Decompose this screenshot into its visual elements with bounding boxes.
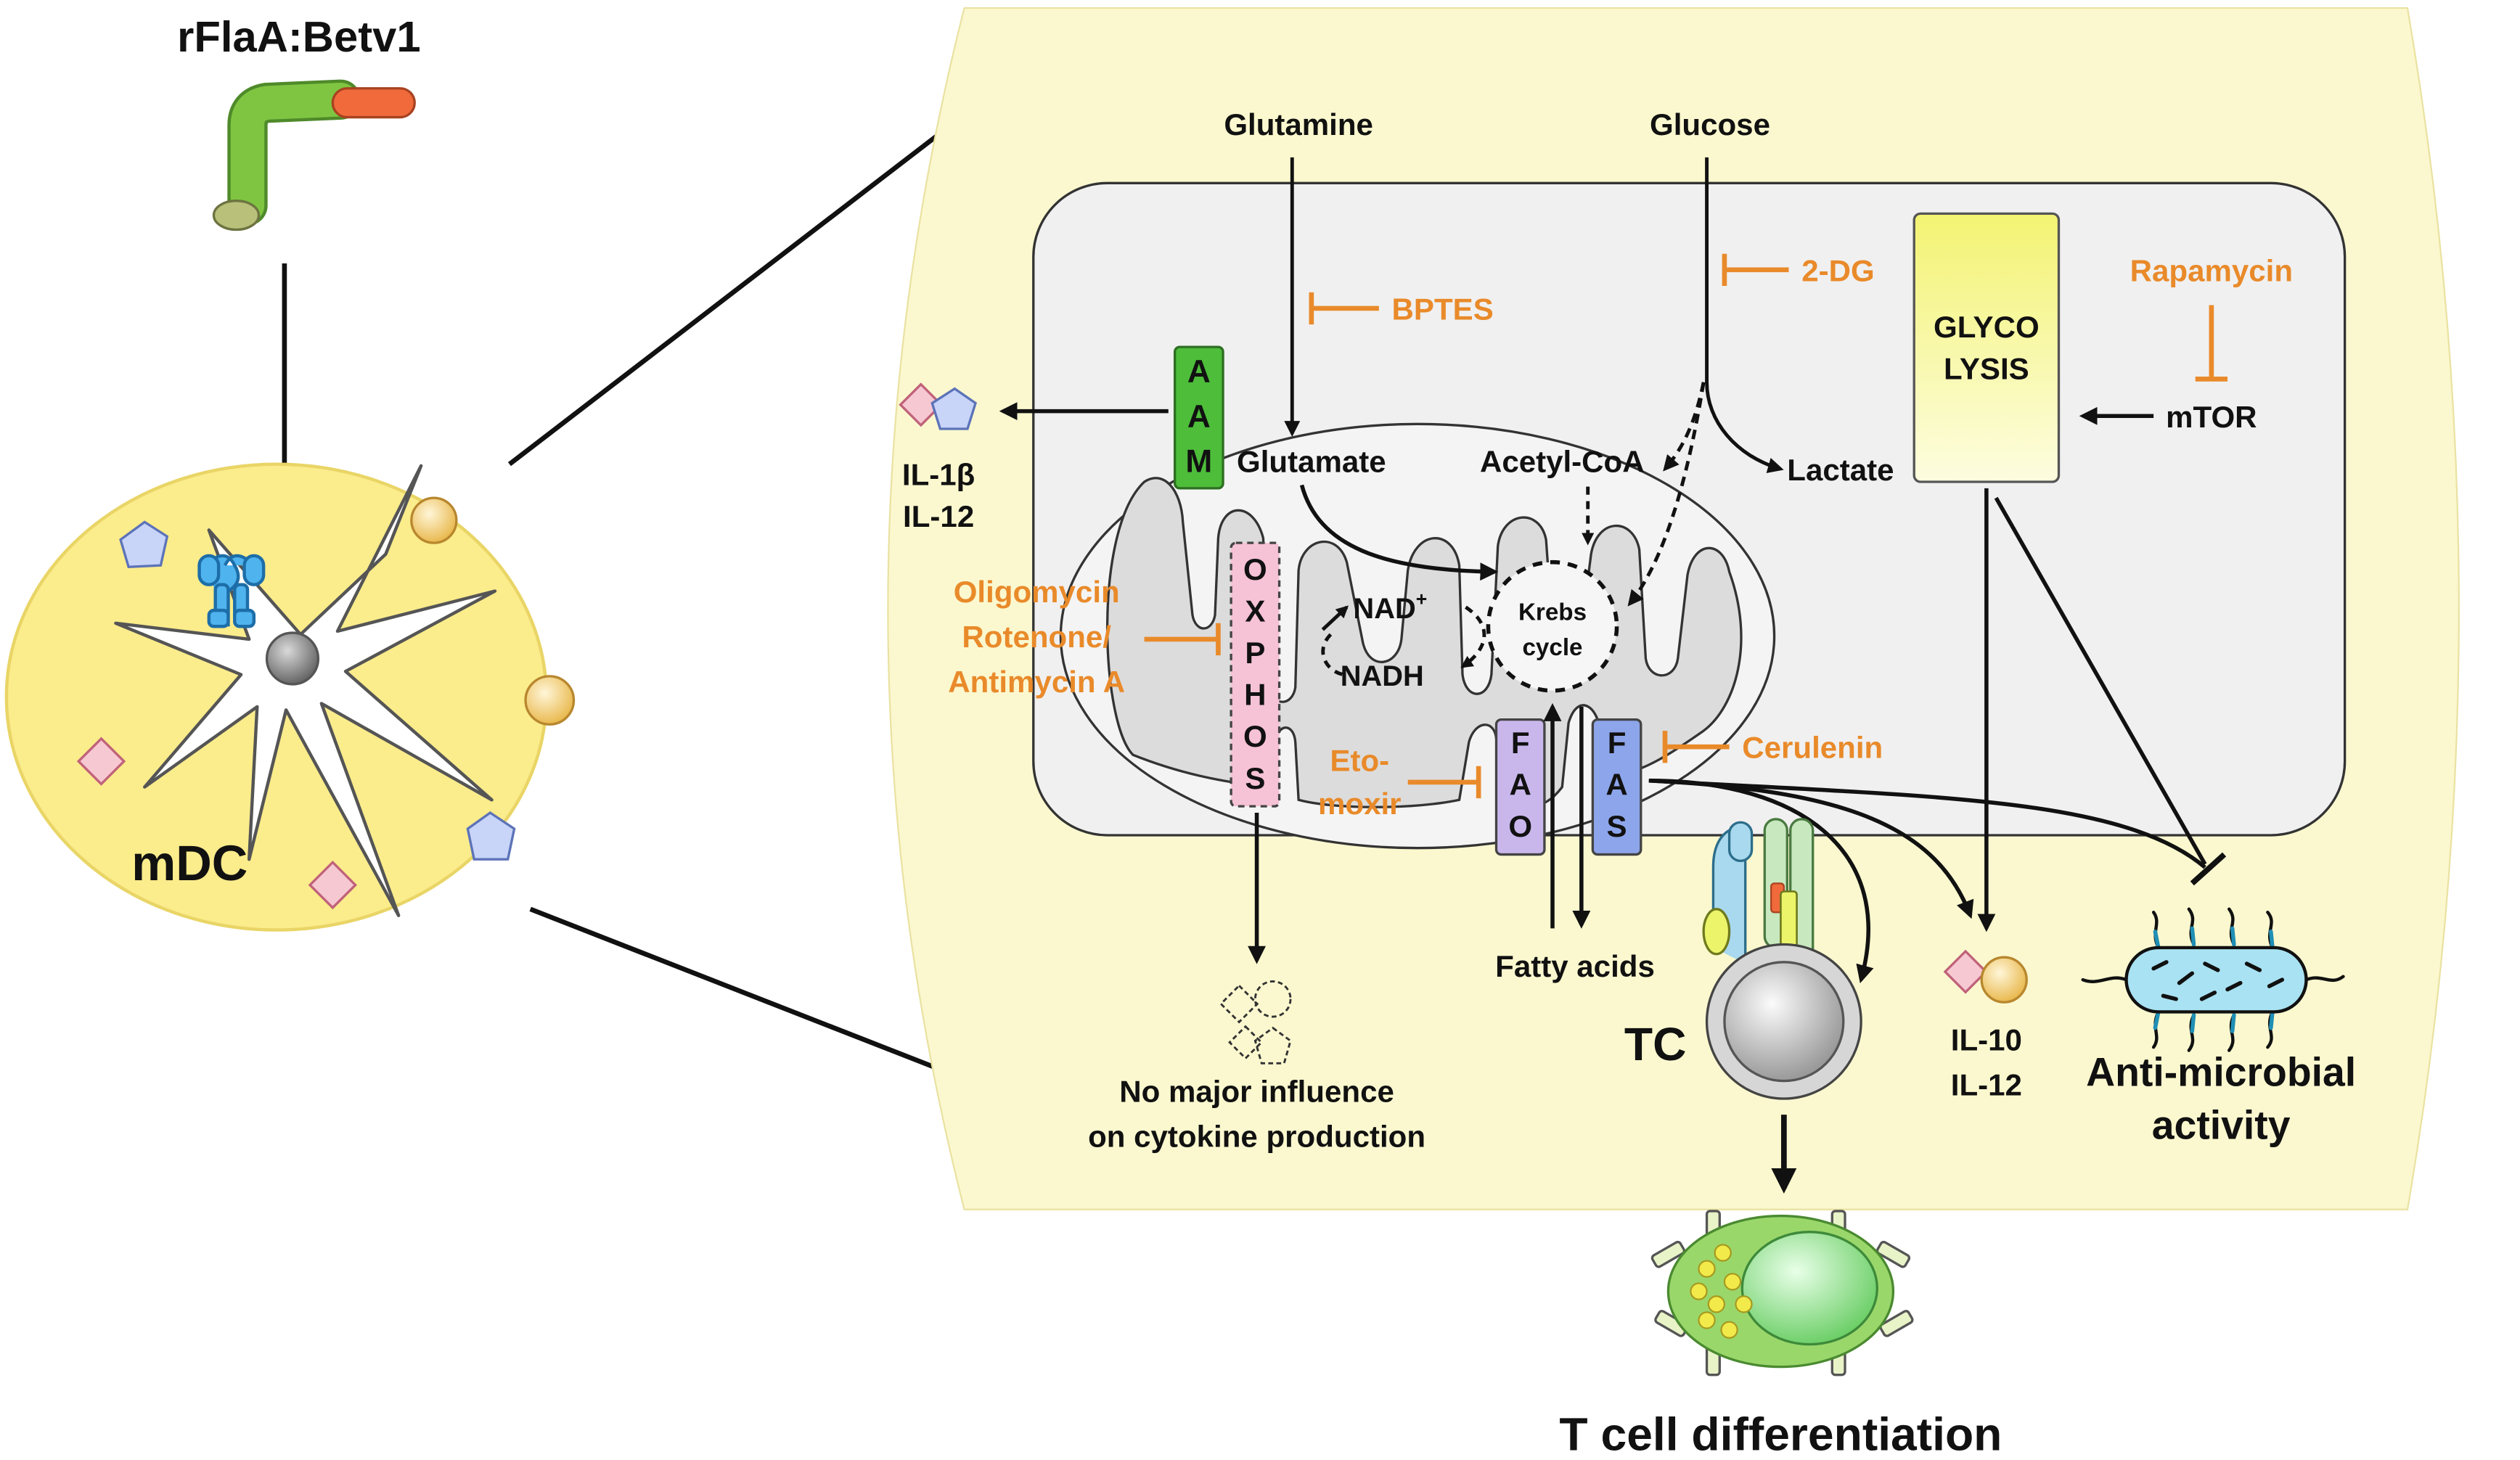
glutamate-to-krebs-arrow: [1299, 484, 1499, 581]
il12-bottom-label: IL-12: [1951, 1068, 2022, 1102]
rflaa-betv1-protein-icon: [212, 79, 416, 231]
aam-box: [1173, 345, 1224, 490]
zoom-line-bottom: [529, 906, 983, 1088]
no-influence-label-line2: on cytokine production: [1088, 1119, 1425, 1153]
cytokine-circle-icon: [410, 496, 458, 544]
krebs-cycle-circle: [1486, 559, 1619, 693]
aam-letter: A: [1187, 354, 1211, 390]
oxphos-letter: X: [1245, 594, 1265, 628]
oxphos-letter: P: [1245, 636, 1265, 670]
oxphos-letter: O: [1243, 552, 1267, 586]
il12-top-label: IL-12: [903, 499, 974, 533]
fao-letter: A: [1510, 768, 1531, 802]
tlr-receptor-icon: [197, 554, 266, 628]
acetyl-coa-label: Acetyl-CoA: [1480, 445, 1645, 479]
rapamycin-inhibitor: [2195, 305, 2228, 382]
oligomycin-label: Oligomycin: [954, 575, 1120, 609]
etomoxir-inhibitor: [1407, 766, 1481, 799]
oxphos-letter: O: [1243, 719, 1267, 753]
dendritic-cell-icon: [114, 464, 497, 917]
fas-letter: A: [1605, 768, 1627, 802]
cerulenin-inhibitor: [1662, 731, 1730, 763]
tc-nucleus: [1723, 961, 1845, 1083]
glycolysis-to-antimicrobial-inhibition: [1994, 496, 2207, 866]
cerulenin-label: Cerulenin: [1742, 731, 1883, 765]
tc-label: TC: [1624, 1018, 1687, 1070]
two-dg-inhibitor: [1722, 253, 1789, 286]
differentiated-t-cell-icon: [1650, 1210, 1914, 1377]
zoom-line-top: [507, 99, 983, 467]
etomoxir-label-line1: Eto-: [1330, 743, 1389, 777]
fatty-acids-label: Fatty acids: [1495, 949, 1655, 983]
antimicrobial-label-line1: Anti-microbial: [2086, 1049, 2356, 1094]
glutamine-label: Glutamine: [1224, 107, 1373, 142]
rapamycin-label: Rapamycin: [2130, 253, 2293, 287]
nad-label: NAD+: [1353, 588, 1427, 625]
fas-letter: S: [1607, 809, 1627, 843]
oligomycin-inhibitor: [1144, 623, 1221, 656]
oxphos-letter: H: [1244, 678, 1266, 712]
glucose-label: Glucose: [1650, 107, 1770, 142]
nad-nadh-cycle-arrow: [1321, 605, 1349, 631]
cytokine-pentagon-icon: [466, 811, 516, 861]
cytokine-diamond-icon: [1943, 949, 1988, 994]
glucose-to-acetylcoa-arrow: [1663, 382, 1706, 472]
krebs-label: Krebs: [1518, 599, 1587, 626]
etomoxir-label-line2: moxir: [1318, 787, 1402, 821]
cytokine-circle-icon: [524, 675, 576, 726]
antimicrobial-label-line2: activity: [2152, 1102, 2291, 1147]
fao-box: [1494, 718, 1546, 856]
two-dg-label: 2-DG: [1801, 253, 1874, 287]
aam-letter: M: [1185, 444, 1212, 480]
glucose-to-lactate-arrow: [1705, 157, 1784, 474]
cytokine-diamond-icon: [308, 860, 358, 910]
mdc-label: mDC: [131, 835, 248, 891]
cytokine-circle-icon: [1980, 956, 2028, 1004]
bptes-label: BPTES: [1392, 292, 1494, 326]
fao-letter: O: [1508, 809, 1532, 843]
lactate-label: Lactate: [1787, 453, 1894, 487]
cytokine-diamond-icon: [899, 382, 944, 427]
oxphos-letter: S: [1245, 761, 1265, 795]
no-influence-label-line1: No major influence: [1119, 1074, 1394, 1108]
nadh-label: NADH: [1341, 660, 1424, 692]
cytokine-pentagon-icon: [930, 387, 978, 430]
stimulus-label: rFlaA:Betv1: [177, 12, 421, 61]
mtor-label: mTOR: [2166, 400, 2257, 434]
tc-receptors-icon: [1702, 818, 1815, 965]
aam-letter: A: [1187, 399, 1211, 435]
nad-nadh-cycle-arrow: [1321, 633, 1344, 677]
il1b-label: IL-1β: [902, 457, 975, 491]
fao-letter: F: [1511, 726, 1530, 760]
fas-box: [1591, 718, 1642, 856]
glycolysis-box: [1912, 212, 2061, 483]
glutamate-label: Glutamate: [1237, 445, 1386, 479]
il10-label: IL-10: [1951, 1023, 2022, 1057]
mdc-nucleus: [265, 631, 320, 686]
t-cell-differentiation-label: T cell differentiation: [1559, 1408, 2002, 1460]
antimycin-label: Antimycin A: [948, 665, 1125, 699]
fas-letter: F: [1608, 726, 1627, 760]
cytokine-pentagon-icon: [119, 520, 169, 569]
fas-to-antimicrobial-inhibition: [1648, 778, 2206, 869]
cytokine-diamond-icon: [76, 737, 126, 786]
bacterium-icon: [2081, 907, 2345, 1052]
cycle-label: cycle: [1522, 634, 1582, 661]
oxphos-box: [1230, 541, 1281, 808]
glucose-to-krebs-arrow: [1627, 382, 1706, 607]
nad-nadh-cycle-arrow: [1460, 605, 1486, 668]
rotenone-label: Rotenone/: [962, 620, 1111, 654]
inhibition-bar: [2190, 852, 2227, 886]
bptes-inhibitor: [1309, 292, 1379, 325]
glycolysis-label-line2: LYSIS: [1944, 351, 2029, 385]
glycolysis-label-line1: GLYCO: [1934, 310, 2040, 344]
